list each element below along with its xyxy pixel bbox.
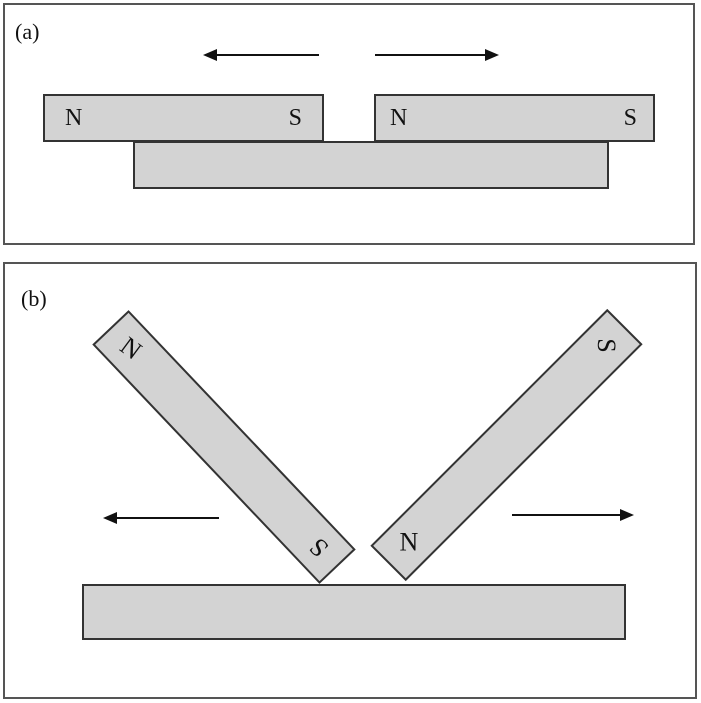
tilted-magnet-right-b: N S xyxy=(370,308,643,582)
north-pole-label: N xyxy=(65,105,83,131)
right-arrow-a xyxy=(375,49,499,61)
bar-magnet-right-a: N S xyxy=(374,94,655,142)
base-bar-b xyxy=(82,584,626,640)
right-arrow-b xyxy=(512,509,634,521)
south-pole-label: S xyxy=(591,338,621,354)
south-pole-label: S xyxy=(623,105,637,131)
south-pole-label: S xyxy=(288,105,302,131)
tilted-magnet-left-b: N S xyxy=(92,310,356,584)
panel-a: (a) N S N S xyxy=(3,3,695,245)
north-pole-label: N xyxy=(390,105,408,131)
panel-b-label: (b) xyxy=(21,286,47,311)
base-bar-a xyxy=(133,141,609,189)
south-pole-label: S xyxy=(303,531,334,563)
left-arrow-b xyxy=(103,512,219,524)
north-pole-label: N xyxy=(114,330,148,366)
panel-b: (b) N S N S xyxy=(3,262,697,699)
north-pole-label: N xyxy=(399,527,419,557)
left-arrow-a xyxy=(203,49,319,61)
bar-magnet-left-a: N S xyxy=(43,94,324,142)
panel-a-label: (a) xyxy=(15,19,40,44)
